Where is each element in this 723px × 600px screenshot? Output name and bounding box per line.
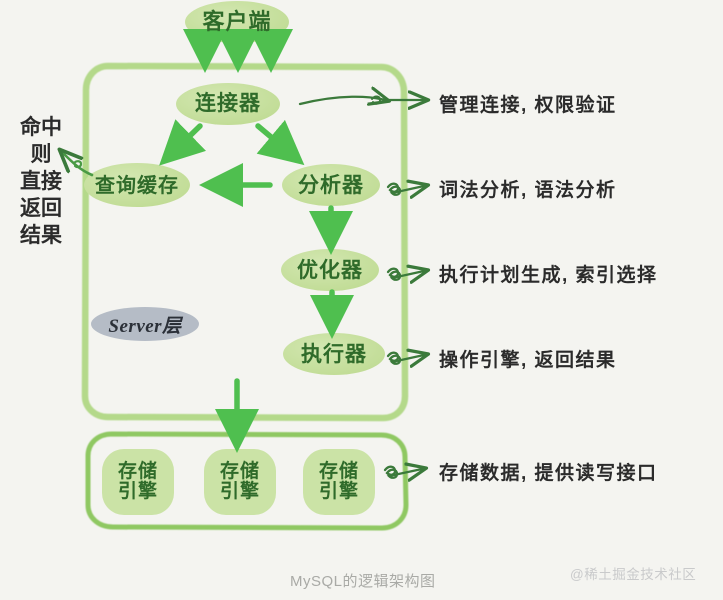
server-layer-container — [81, 62, 409, 422]
parser-node-shape — [282, 164, 380, 206]
cache-hit-note-line-1: 命中 — [20, 116, 62, 139]
annotation-connector: 管理连接, 权限验证 — [439, 95, 617, 116]
cache-hit-note-line-2: 则 — [30, 142, 52, 166]
server-layer-pill — [91, 307, 199, 341]
cache-hit-note: 命中 则 直接 返回 结果 — [10, 115, 72, 249]
connector-node-shape — [176, 83, 280, 125]
cache-hit-note-line-4: 返回 — [20, 196, 62, 220]
annotation-executor: 操作引擎, 返回结果 — [439, 350, 617, 371]
query-cache-node-shape — [84, 163, 190, 207]
storage-layer-container — [85, 431, 409, 531]
optimizer-node-shape — [281, 249, 379, 291]
storage-engine-shapes — [102, 449, 375, 515]
cache-hit-note-line-3: 直接 — [20, 169, 62, 193]
annotation-parser: 词法分析, 语法分析 — [439, 180, 617, 201]
client-node-shape — [185, 1, 289, 43]
flow-arrows — [159, 29, 354, 453]
annotation-storage: 存储数据, 提供读写接口 — [439, 463, 658, 484]
cache-hit-note-line-5: 结果 — [20, 223, 62, 247]
server-layer-label: Server层 — [91, 310, 199, 339]
annotation-optimizer: 执行计划生成, 索引选择 — [439, 265, 658, 286]
diagram-caption: MySQL的逻辑架构图 — [290, 573, 436, 590]
watermark: @稀土掘金技术社区 — [570, 567, 697, 582]
annotation-arrows — [298, 96, 424, 477]
server-layer-text: Server层 — [108, 316, 182, 337]
executor-node-shape — [283, 333, 385, 375]
cache-hit-arrow — [63, 153, 94, 177]
